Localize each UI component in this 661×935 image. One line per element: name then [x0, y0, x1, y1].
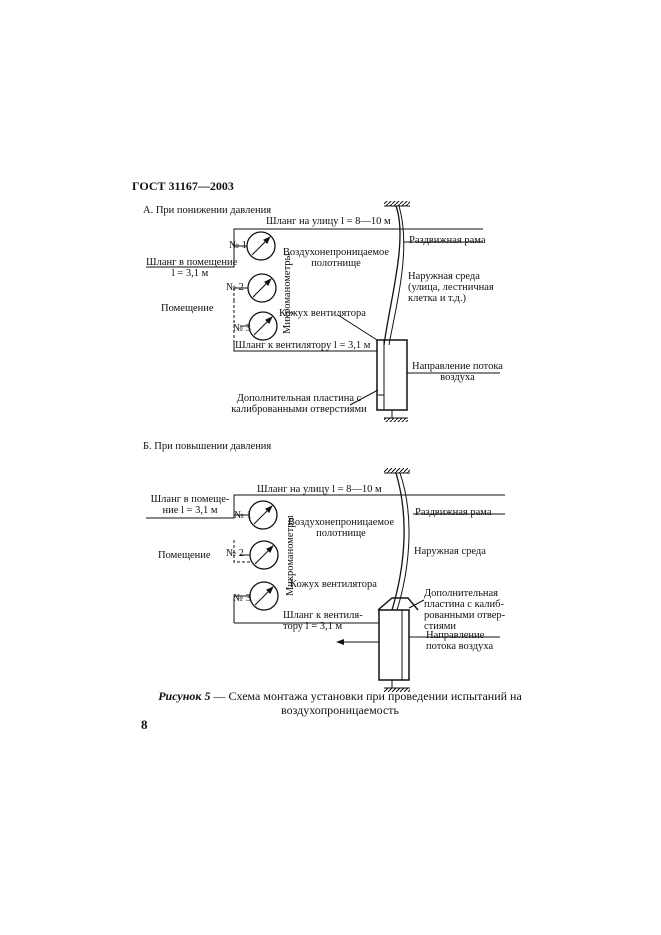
flow-direction-label-b: Направление потока воздуха [426, 630, 493, 652]
caption-text-line-1: — Схема монтажа установки при проведении… [210, 689, 522, 703]
airtight-sheet-line-1: Воздухонепроницаемое [282, 247, 390, 258]
outside-line-3: клетка и т.д.) [408, 293, 466, 304]
room-label-b: Помещение [158, 550, 211, 561]
sliding-frame-label-a: Раздвижная рама [409, 235, 486, 246]
hose-room-label-b: Шланг в помеще- ние l = 3,1 м [146, 494, 234, 516]
extra-plate-line-1: Дополнительная пластина с [236, 393, 362, 404]
hose-fan-line-1: Шланг к вентиля- [283, 610, 363, 621]
extra-plate-label-b: Дополнительная пластина с калиб- рованны… [424, 588, 505, 632]
document-header: ГОСТ 31167—2003 [132, 179, 234, 193]
fan-casing-label-a: Кожух вентилятора [279, 308, 366, 319]
outside-line-2: (улица, лестничная [408, 282, 494, 293]
flow-direction-line-1: Направление потока [412, 361, 503, 372]
extra-plate-line-1: Дополнительная [424, 588, 499, 599]
hose-room-a [146, 252, 234, 267]
hose-room-line-1: Шланг в помеще- [150, 494, 230, 505]
section-a-title: А. При понижении давления [143, 205, 272, 216]
caption-label: Рисунок 5 [158, 689, 211, 703]
fan-casing-label-b: Кожух вентилятора [290, 579, 377, 590]
fan-casing-b [379, 610, 409, 680]
hose-fan-label-a: Шланг к вентилятору l = 3,1 м [235, 340, 371, 351]
hose-fan-label-b: Шланг к вентиля- тору l = 3,1 м [283, 610, 363, 632]
airtight-sheet-line-1: Воздухонепроницаемое [287, 517, 395, 528]
hose-street-label-b: Шланг на улицу l = 8—10 м [257, 484, 382, 495]
gauge-1-label-a: № 1 [229, 240, 247, 251]
outside-label-b: Наружная среда [414, 546, 486, 557]
section-b-title: Б. При повышении давления [143, 441, 272, 452]
hose-street-b [234, 495, 505, 510]
ceiling-hatch-a [384, 201, 410, 206]
airtight-sheet-label-a: Воздухонепроницаемое полотнище [281, 247, 391, 269]
gauge-3-label-a: № 3 [233, 323, 251, 334]
gauge-2-label-a: № 2 [226, 282, 244, 293]
hose-room-line-1: Шланг в помещение [146, 257, 238, 268]
hose-room-label-a: Шланг в помещение l = 3,1 м [146, 257, 238, 279]
extra-plate-line-4: стиями [424, 621, 456, 632]
gauge-3-label-b: № 3 [233, 593, 251, 604]
hose-fan-line-2: тору l = 3,1 м [283, 621, 343, 632]
hose-room-line-2: l = 3,1 м [171, 268, 209, 279]
hose-street-label-a: Шланг на улицу l = 8—10 м [266, 216, 391, 227]
outside-line-1: Наружная среда [408, 271, 480, 282]
airtight-sheet-label-b: Воздухонепроницаемое полотнище [286, 517, 396, 539]
sliding-frame-label-b: Раздвижная рама [415, 507, 492, 518]
hose-room-line-2: ние l = 3,1 м [162, 505, 218, 516]
extra-plate-line-3: рованными отвер- [424, 610, 506, 621]
extra-plate-line-2: калиброванными отверстиями [231, 404, 367, 415]
flow-direction-label-a: Направление потока воздуха [410, 361, 505, 383]
room-label-a: Помещение [161, 303, 214, 314]
figure-caption: Рисунок 5 — Схема монтажа установки при … [140, 689, 540, 717]
flow-direction-line-2: воздуха [440, 372, 475, 383]
airtight-sheet-b [392, 473, 404, 610]
extra-plate-line-2: пластина с калиб- [424, 599, 504, 610]
page-number: 8 [141, 717, 148, 732]
outside-label-a: Наружная среда (улица, лестничная клетка… [408, 271, 494, 304]
hose-fan-a [234, 340, 377, 351]
extra-plate-label-a: Дополнительная пластина с калиброванными… [224, 393, 374, 415]
hose-room-b [146, 510, 234, 518]
gauge-2-label-b: № 2 [226, 548, 244, 559]
flow-direction-line-1: Направление [426, 630, 485, 641]
micromanometers-label-a: Микроманометры [282, 253, 293, 334]
airtight-sheet-a [384, 206, 400, 345]
ceiling-hatch-b [384, 468, 410, 473]
flow-direction-line-2: потока воздуха [426, 641, 494, 652]
fan-casing-b-top [378, 598, 418, 610]
airtight-sheet-line-2: полотнище [311, 258, 361, 269]
gauge-1-label-b: № 1 [234, 510, 252, 521]
fan-casing-a [377, 340, 407, 410]
airtight-sheet-line-2: полотнище [316, 528, 366, 539]
caption-text-line-2: воздухопроницаемость [280, 703, 400, 717]
